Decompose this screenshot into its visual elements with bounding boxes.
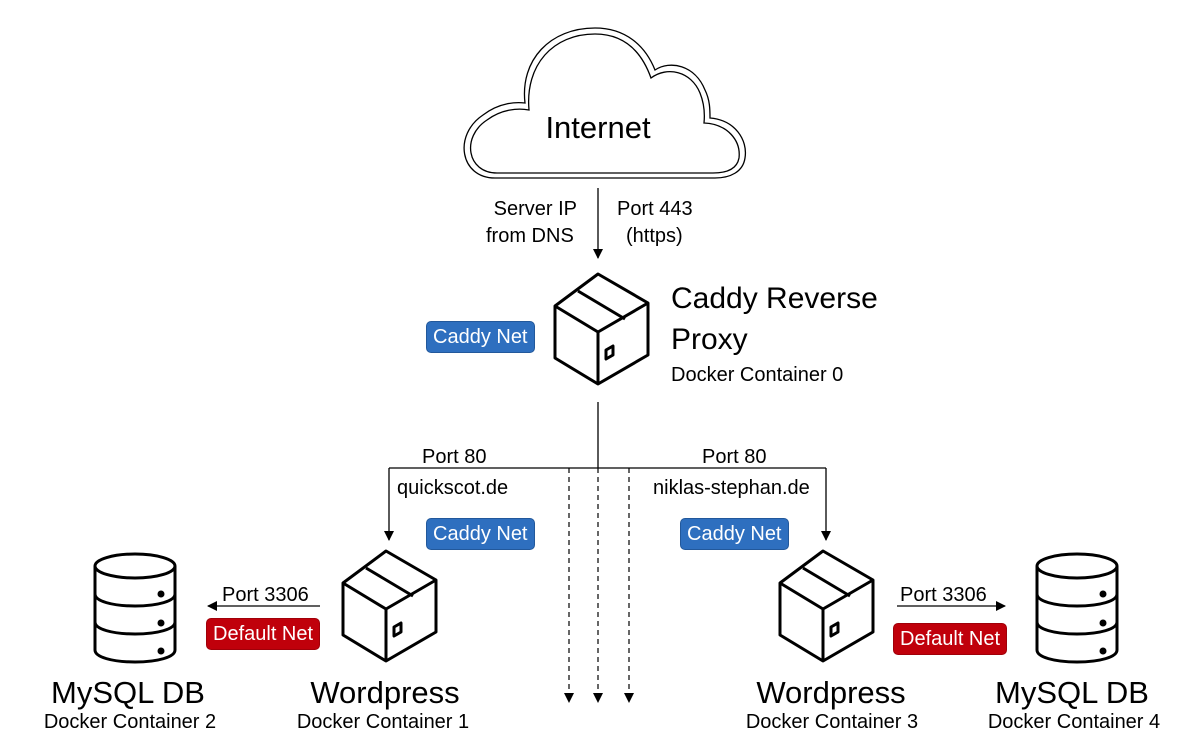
box-icon (778, 549, 875, 663)
left-route-domain: quickscot.de (397, 477, 509, 499)
right-db-network-badge: Default Net (893, 623, 1008, 655)
mysql4-subtitle: Docker Container 4 (987, 711, 1161, 733)
wordpress3-title: Wordpress (756, 675, 906, 710)
right-db-port: Port 3306 (900, 584, 987, 606)
https-label: (https) (626, 225, 683, 247)
internet-label: Internet (545, 110, 651, 145)
proxy-title-line1: Caddy Reverse (671, 282, 878, 315)
wordpress3-subtitle: Docker Container 3 (745, 711, 919, 733)
left-db-port: Port 3306 (222, 584, 309, 606)
proxy-network-badge: Caddy Net (426, 321, 535, 353)
proxy-subtitle: Docker Container 0 (671, 364, 844, 386)
server-ip-label: Server IP (493, 198, 577, 220)
right-route-network-badge: Caddy Net (680, 518, 789, 550)
database-icon (1035, 552, 1119, 664)
cloud-icon (463, 27, 747, 179)
left-route-network-badge: Caddy Net (426, 518, 535, 550)
box-icon (553, 272, 650, 386)
proxy-title-line2: Proxy (671, 323, 748, 356)
port-443-label: Port 443 (617, 198, 693, 220)
mysql2-title: MySQL DB (51, 675, 205, 710)
wordpress1-title: Wordpress (310, 675, 460, 710)
mysql2-subtitle: Docker Container 2 (43, 711, 217, 733)
right-route-port: Port 80 (702, 446, 767, 468)
box-icon (341, 549, 438, 663)
right-route-domain: niklas-stephan.de (653, 477, 810, 499)
from-dns-label: from DNS (486, 225, 574, 247)
database-icon (93, 552, 177, 664)
mysql4-title: MySQL DB (995, 675, 1149, 710)
left-db-network-badge: Default Net (206, 618, 321, 650)
left-route-port: Port 80 (422, 446, 487, 468)
wordpress1-subtitle: Docker Container 1 (296, 711, 470, 733)
